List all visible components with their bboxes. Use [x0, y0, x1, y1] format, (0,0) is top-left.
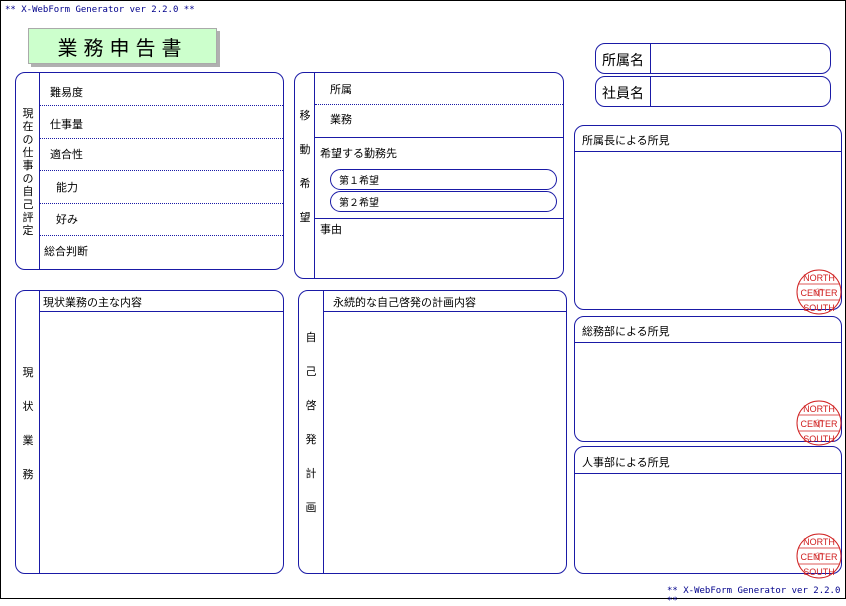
opinion-panel-hr: 人事部による所見	[574, 446, 842, 574]
seal-text-middle: CENTER	[800, 419, 838, 429]
transfer-section-label: 移動希望	[296, 99, 314, 235]
seal-text-center: 印	[814, 287, 823, 298]
vertical-char: 望	[299, 211, 311, 224]
vertical-char: 現	[22, 107, 34, 120]
vertical-char: 業	[22, 434, 34, 447]
second-choice-field[interactable]: 第２希望	[330, 191, 557, 212]
transfer-destination-label: 希望する勤務先	[320, 147, 397, 160]
seal-icon: NORTH CENTER SOUTH 印	[796, 400, 842, 446]
opinion-header-general-affairs: 総務部による所見	[582, 325, 670, 338]
self-eval-row-workload: 仕事量	[50, 118, 83, 131]
vertical-char: 事	[22, 159, 34, 172]
vertical-char: 己	[22, 198, 34, 211]
employee-row: 社員名	[595, 76, 831, 107]
vertical-char: 仕	[22, 146, 34, 159]
vertical-char: 状	[22, 400, 34, 413]
seal-text-middle: CENTER	[800, 288, 838, 298]
dev-plan-field[interactable]	[324, 312, 566, 572]
seal-icon: NORTH CENTER SOUTH 印	[796, 533, 842, 579]
department-label: 所属名	[602, 53, 644, 69]
current-work-panel: 現状業務 現状業務の主な内容	[15, 290, 284, 574]
seal-text-bottom: SOUTH	[803, 303, 835, 313]
opinion-header-manager: 所属長による所見	[582, 134, 670, 147]
opinion-panel-manager: 所属長による所見	[574, 125, 842, 310]
self-eval-row-difficulty: 難易度	[50, 86, 83, 99]
vertical-char: 評	[22, 211, 34, 224]
vertical-char: 定	[22, 224, 34, 237]
dev-plan-header: 永続的な自己啓発の計画内容	[333, 296, 476, 309]
vertical-char: 計	[305, 467, 317, 480]
dev-plan-panel: 自己啓発計画 永続的な自己啓発の計画内容	[298, 290, 567, 574]
seal-stamp-general-affairs[interactable]: NORTH CENTER SOUTH 印	[796, 400, 842, 446]
first-choice-field[interactable]: 第１希望	[330, 169, 557, 190]
vertical-char: 発	[305, 433, 317, 446]
vertical-char: 動	[299, 143, 311, 156]
seal-text-top: NORTH	[803, 273, 835, 283]
second-choice-label: 第２希望	[339, 198, 379, 209]
seal-stamp-hr[interactable]: NORTH CENTER SOUTH 印	[796, 533, 842, 579]
transfer-reason-label: 事由	[320, 223, 342, 236]
transfer-row-work: 業務	[330, 113, 352, 126]
opinion-panel-general-affairs: 総務部による所見	[574, 316, 842, 442]
vertical-char: 在	[22, 120, 34, 133]
vertical-char: 希	[299, 177, 311, 190]
vertical-char: 現	[22, 366, 34, 379]
transfer-panel: 移動希望 所属 業務 希望する勤務先 第１希望 第２希望 事由	[294, 72, 564, 279]
department-row: 所属名	[595, 43, 831, 74]
current-work-field[interactable]	[40, 312, 283, 572]
vertical-char: 務	[22, 468, 34, 481]
employee-label: 社員名	[602, 86, 644, 102]
generator-bottom: ** X-WebForm Generator ver 2.2.0 **	[667, 586, 841, 606]
seal-text-center: 印	[814, 418, 823, 429]
vertical-char: 己	[305, 365, 317, 378]
current-work-section-label: 現状業務	[19, 356, 37, 492]
seal-text-bottom: SOUTH	[803, 567, 835, 577]
first-choice-label: 第１希望	[339, 176, 379, 187]
employee-field[interactable]	[651, 77, 826, 106]
seal-text-middle: CENTER	[800, 552, 838, 562]
self-eval-row-overall: 総合判断	[44, 245, 88, 258]
seal-text-bottom: SOUTH	[803, 434, 835, 444]
seal-text-top: NORTH	[803, 537, 835, 547]
current-work-header: 現状業務の主な内容	[43, 296, 142, 309]
self-eval-row-preference: 好み	[56, 213, 78, 226]
transfer-reason-field[interactable]	[315, 233, 563, 277]
self-eval-section-label: 現在の仕事の自己評定	[19, 107, 37, 237]
vertical-char: 自	[22, 185, 34, 198]
vertical-char: 自	[305, 331, 317, 344]
vertical-char: 啓	[305, 399, 317, 412]
seal-text-top: NORTH	[803, 404, 835, 414]
department-field[interactable]	[651, 44, 826, 73]
self-eval-row-aptitude: 適合性	[50, 148, 83, 161]
opinion-header-hr: 人事部による所見	[582, 456, 670, 469]
seal-icon: NORTH CENTER SOUTH 印	[796, 269, 842, 315]
form-title: 業務申告書	[28, 28, 217, 64]
vertical-char: の	[22, 172, 34, 185]
seal-text-center: 印	[814, 551, 823, 562]
self-eval-row-ability: 能力	[56, 181, 78, 194]
vertical-char: 移	[299, 109, 311, 122]
vertical-char: 画	[305, 501, 317, 514]
generator-top: ** X-WebForm Generator ver 2.2.0 **	[5, 5, 195, 15]
self-eval-panel: 現在の仕事の自己評定 難易度 仕事量 適合性 能力 好み 総合判断	[15, 72, 284, 270]
vertical-char: の	[22, 133, 34, 146]
transfer-row-affiliation: 所属	[330, 83, 352, 96]
seal-stamp-manager[interactable]: NORTH CENTER SOUTH 印	[796, 269, 842, 315]
dev-plan-section-label: 自己啓発計画	[302, 321, 320, 525]
